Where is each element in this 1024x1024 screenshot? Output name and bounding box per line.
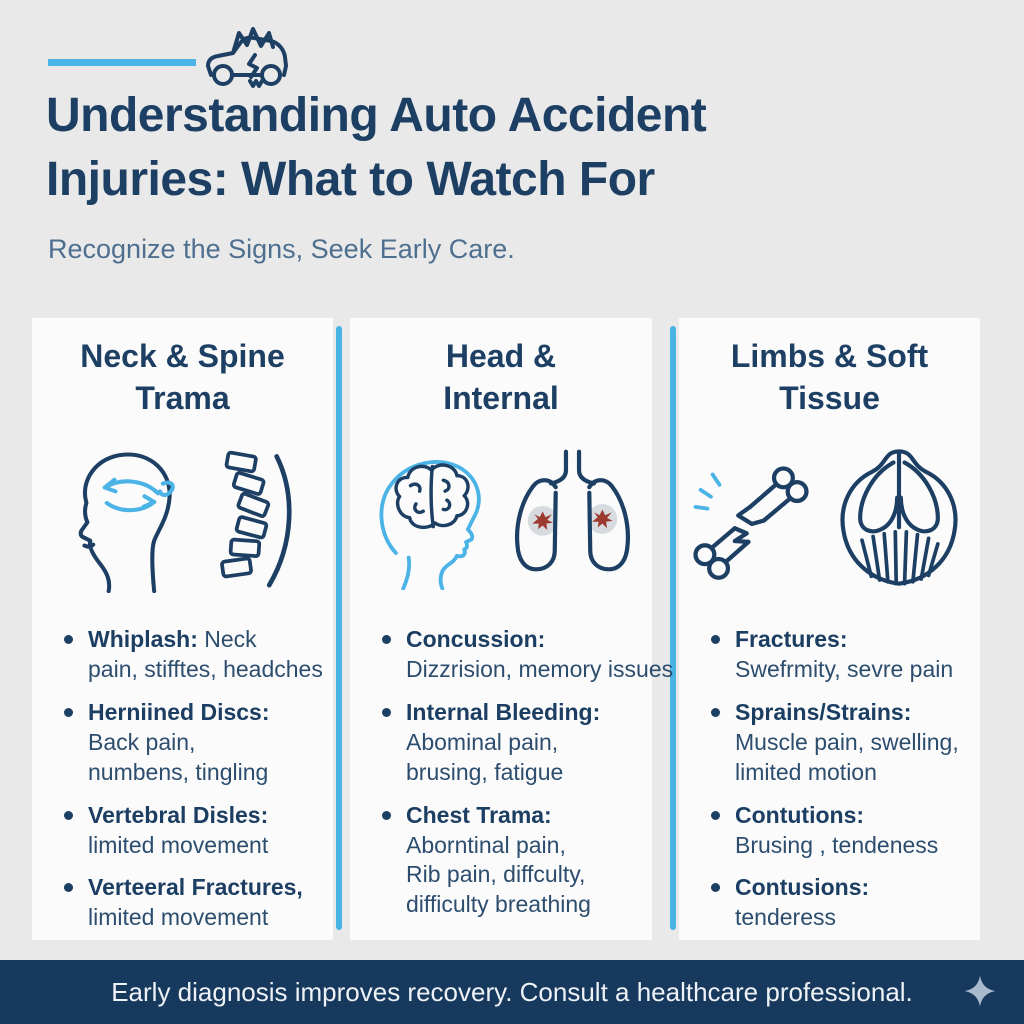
bullet-desc: Muscle pain, swelling, limited motion: [735, 728, 959, 785]
footer-banner: Early diagnosis improves recovery. Consu…: [0, 960, 1024, 1024]
card-title: Head & Internal: [350, 318, 652, 419]
bullet-term: Chest Trama:: [406, 801, 552, 828]
bullet-term: Fractures:: [735, 626, 848, 653]
list-item: Verteeral Fractures, limited movement: [62, 873, 327, 933]
bullet-desc: Brusing , tendeness: [735, 831, 939, 858]
column-divider-right: [670, 326, 676, 930]
card-title-line1: Neck & Spine: [80, 338, 285, 374]
page-subtitle: Recognize the Signs, Seek Early Care.: [48, 234, 515, 264]
list-item: Fractures: Swefrmity, sevre pain: [709, 625, 974, 685]
card-icons: [32, 433, 333, 603]
card-title-line1: Head &: [445, 338, 557, 374]
list-item: Contusions: tenderess: [709, 873, 974, 933]
bullet-list: Whiplash: Neck pain, stifftes, headches …: [32, 625, 333, 933]
page-title-line1: Understanding Auto Accident: [46, 89, 707, 142]
card-title-line2: Tissue: [779, 379, 880, 416]
list-item: Contutions: Brusing , tendeness: [709, 801, 974, 861]
list-item: Sprains/Strains: Muscle pain, swelling, l…: [709, 698, 974, 788]
bullet-term: Vertebral Disles:: [88, 801, 269, 828]
list-item: Chest Trama: Aborntinal pain, Rib pain, d…: [380, 801, 646, 921]
bullet-list: Concussion: Dizzrision, memory issues Int…: [350, 625, 673, 921]
bullet-desc: Abominal pain, brusing, fatigue: [406, 728, 564, 785]
bullet-term: Concussion:: [406, 626, 546, 653]
brain-icon: [379, 460, 481, 591]
card-icons: [350, 433, 652, 603]
bullet-desc: limited movement: [88, 831, 269, 858]
list-item: Whiplash: Neck pain, stifftes, headches: [62, 625, 327, 685]
muscle-icon: [839, 449, 958, 586]
bullet-desc: Aborntinal pain, Rib pain, diffculty, di…: [406, 831, 591, 918]
column-divider-left: [336, 326, 342, 930]
bullet-desc: Back pain, numbens, tingling: [88, 728, 269, 785]
list-item: Vertebral Disles: limited movement: [62, 801, 327, 861]
bullet-desc: Neck pain, stifftes, headches: [88, 626, 323, 683]
bullet-term: Whiplash:: [88, 626, 198, 653]
bullet-term: Contusions:: [735, 874, 870, 901]
list-item: Concussion: Dizzrision, memory issues: [380, 625, 673, 685]
bullet-list: Fractures: Swefrmity, sevre pain Sprains/…: [679, 625, 980, 933]
broken-bone-icon: [692, 466, 809, 581]
page-title-line2: Injuries: What to Watch For: [46, 153, 655, 207]
card-icons: [679, 433, 980, 603]
footer-text: Early diagnosis improves recovery. Consu…: [111, 976, 913, 1007]
bullet-term: Internal Bleeding:: [406, 698, 601, 725]
card-title-line1: Limbs & Soft: [730, 338, 929, 374]
bullet-term: Contutions:: [735, 801, 865, 828]
bullet-desc: limited movement: [88, 904, 269, 931]
card-head-internal: Head & Internal: [350, 318, 673, 940]
accent-line: [48, 59, 196, 66]
card-title-line2: Internal: [443, 379, 559, 416]
bullet-desc: Dizzrision, memory issues: [406, 656, 674, 683]
lungs-icon: [514, 449, 630, 572]
spine-icon: [219, 450, 292, 588]
bullet-term: Verteeral Fractures,: [88, 874, 303, 901]
bullet-term: Sprains/Strains:: [735, 698, 912, 725]
list-item: Internal Bleeding: Abominal pain, brusing…: [380, 698, 646, 788]
bullet-desc: Swefrmity, sevre pain: [735, 656, 954, 683]
list-item: Herniined Discs: Back pain, numbens, ting…: [62, 698, 327, 788]
whiplash-head-icon: [78, 452, 175, 594]
bullet-desc: tenderess: [735, 904, 837, 931]
card-title-line2: Trama: [135, 379, 230, 416]
sparkle-diamond-icon: [962, 974, 998, 1010]
bullet-term: Herniined Discs:: [88, 698, 270, 725]
crashed-car-icon: [200, 22, 292, 90]
